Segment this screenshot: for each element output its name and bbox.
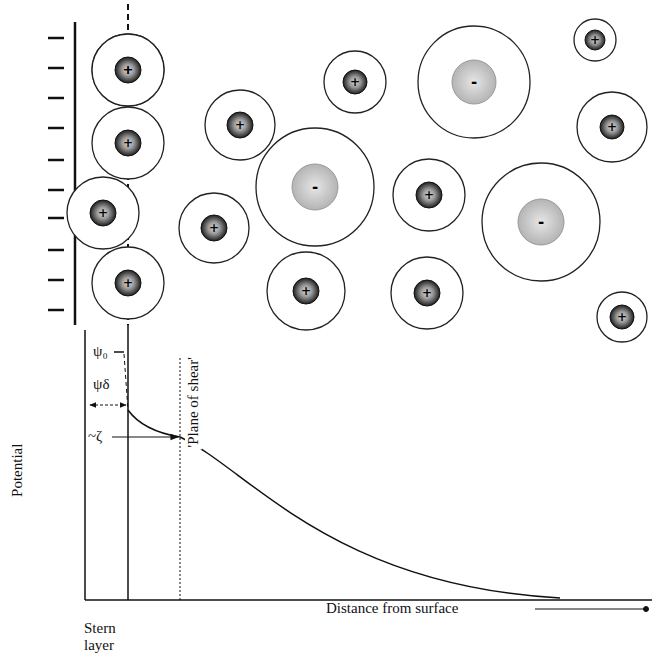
axis-title: Distance from surface xyxy=(326,600,458,617)
charge-sign: + xyxy=(607,121,617,133)
anion: - xyxy=(481,162,601,282)
charge-sign: + xyxy=(617,311,627,323)
charge-sign: - xyxy=(471,75,477,90)
cation: + xyxy=(323,50,387,114)
potential-symbol: ψδ xyxy=(93,376,109,393)
potential-symbol: ψ₀ xyxy=(93,343,108,360)
charge-sign: + xyxy=(424,189,434,201)
cation: + xyxy=(596,291,648,343)
potential-plot xyxy=(85,325,652,612)
cation: + xyxy=(204,89,276,161)
cation: + xyxy=(576,91,648,163)
anion: - xyxy=(417,25,531,139)
axis-title: Potential xyxy=(10,441,27,498)
charge-sign: + xyxy=(98,207,108,219)
charge-sign: + xyxy=(422,287,432,299)
charge-sign: + xyxy=(301,285,311,297)
cation: + xyxy=(392,158,466,232)
charge-sign: + xyxy=(123,64,133,76)
charged-surface xyxy=(48,22,75,325)
charge-sign: + xyxy=(209,222,219,234)
cation: + xyxy=(178,192,250,264)
charge-sign: + xyxy=(123,277,133,289)
cation: + xyxy=(91,106,165,180)
cation: + xyxy=(266,251,346,331)
layer-label: Stern layer xyxy=(84,620,130,653)
charge-sign: + xyxy=(123,137,133,149)
charge-sign: - xyxy=(312,180,318,195)
charge-sign: + xyxy=(350,76,360,88)
cation: + xyxy=(91,246,165,320)
cation: + xyxy=(91,33,165,107)
cation: + xyxy=(390,256,464,330)
charge-sign: - xyxy=(538,215,544,230)
cation: + xyxy=(573,18,617,62)
charge-sign: + xyxy=(590,34,600,46)
anion: - xyxy=(255,127,375,247)
zeta-symbol: ~ζ xyxy=(88,428,102,445)
cation: + xyxy=(66,176,140,250)
plane-label: 'Plane of shear' xyxy=(185,355,202,449)
charge-sign: + xyxy=(235,119,245,131)
